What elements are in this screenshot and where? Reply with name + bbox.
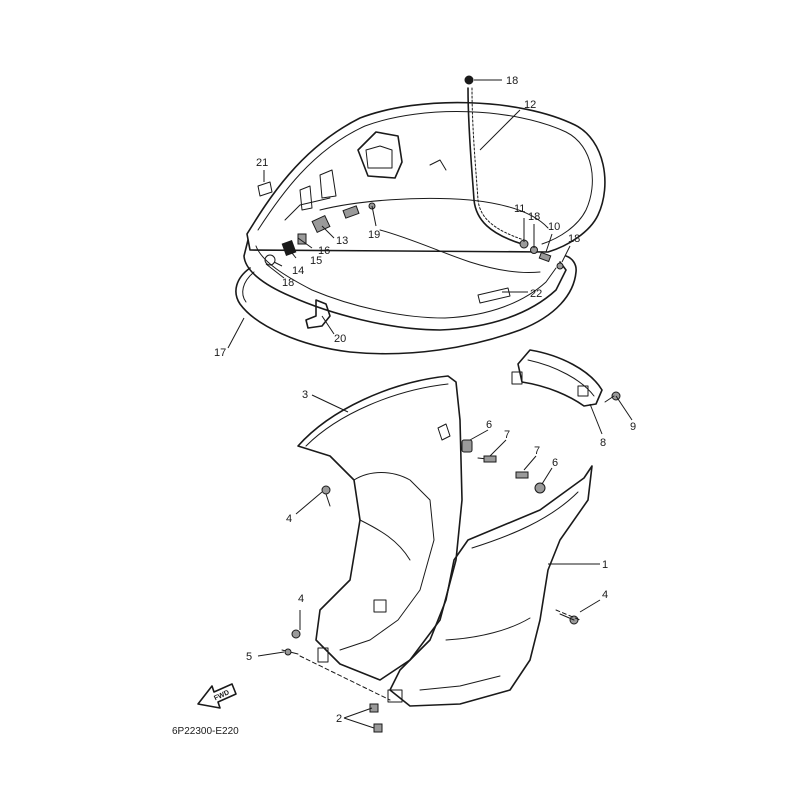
callout-6-left: 6 [486, 419, 492, 431]
callout-3: 3 [302, 389, 308, 401]
callout-18-top: 18 [506, 75, 518, 87]
part-code: 6P22300-E220 [172, 726, 239, 737]
bottom-cowling [297, 375, 593, 707]
callout-labels: 1 2 3 4 4 4 5 6 6 7 7 8 9 10 11 12 13 14… [214, 75, 636, 725]
callout-1: 1 [602, 559, 608, 571]
callout-19: 19 [368, 229, 380, 241]
callout-16: 16 [318, 245, 330, 257]
top-cowling [243, 101, 606, 331]
callout-15: 15 [310, 255, 322, 267]
callout-12: 12 [524, 99, 536, 111]
callout-5: 5 [246, 651, 252, 663]
callout-13: 13 [336, 235, 348, 247]
callout-14: 14 [292, 265, 304, 277]
callout-17: 17 [214, 347, 226, 359]
fasteners [281, 439, 579, 733]
hose-spring [464, 75, 525, 245]
callout-7-right: 7 [534, 445, 540, 457]
callout-18-right: 18 [568, 233, 580, 245]
seal-loop [235, 255, 577, 355]
fwd-arrow-icon: FWD [197, 683, 237, 709]
callout-4-lower: 4 [298, 593, 304, 605]
callout-2: 2 [336, 713, 342, 725]
callout-11: 11 [514, 203, 525, 215]
leader-lines [227, 79, 633, 729]
callout-18-left: 18 [282, 277, 294, 289]
callout-7-left: 7 [504, 429, 510, 441]
callout-4-left: 4 [286, 513, 292, 525]
callout-10: 10 [548, 221, 560, 233]
top-hardware [264, 202, 564, 329]
callout-9: 9 [630, 421, 636, 433]
callout-20: 20 [334, 333, 346, 345]
bracket [511, 349, 621, 407]
callout-21: 21 [256, 157, 268, 169]
callout-22: 22 [530, 288, 542, 300]
callout-4-right: 4 [602, 589, 608, 601]
callout-6-right: 6 [552, 457, 558, 469]
callout-18-mid: 18 [528, 211, 540, 223]
callout-8: 8 [600, 437, 606, 449]
